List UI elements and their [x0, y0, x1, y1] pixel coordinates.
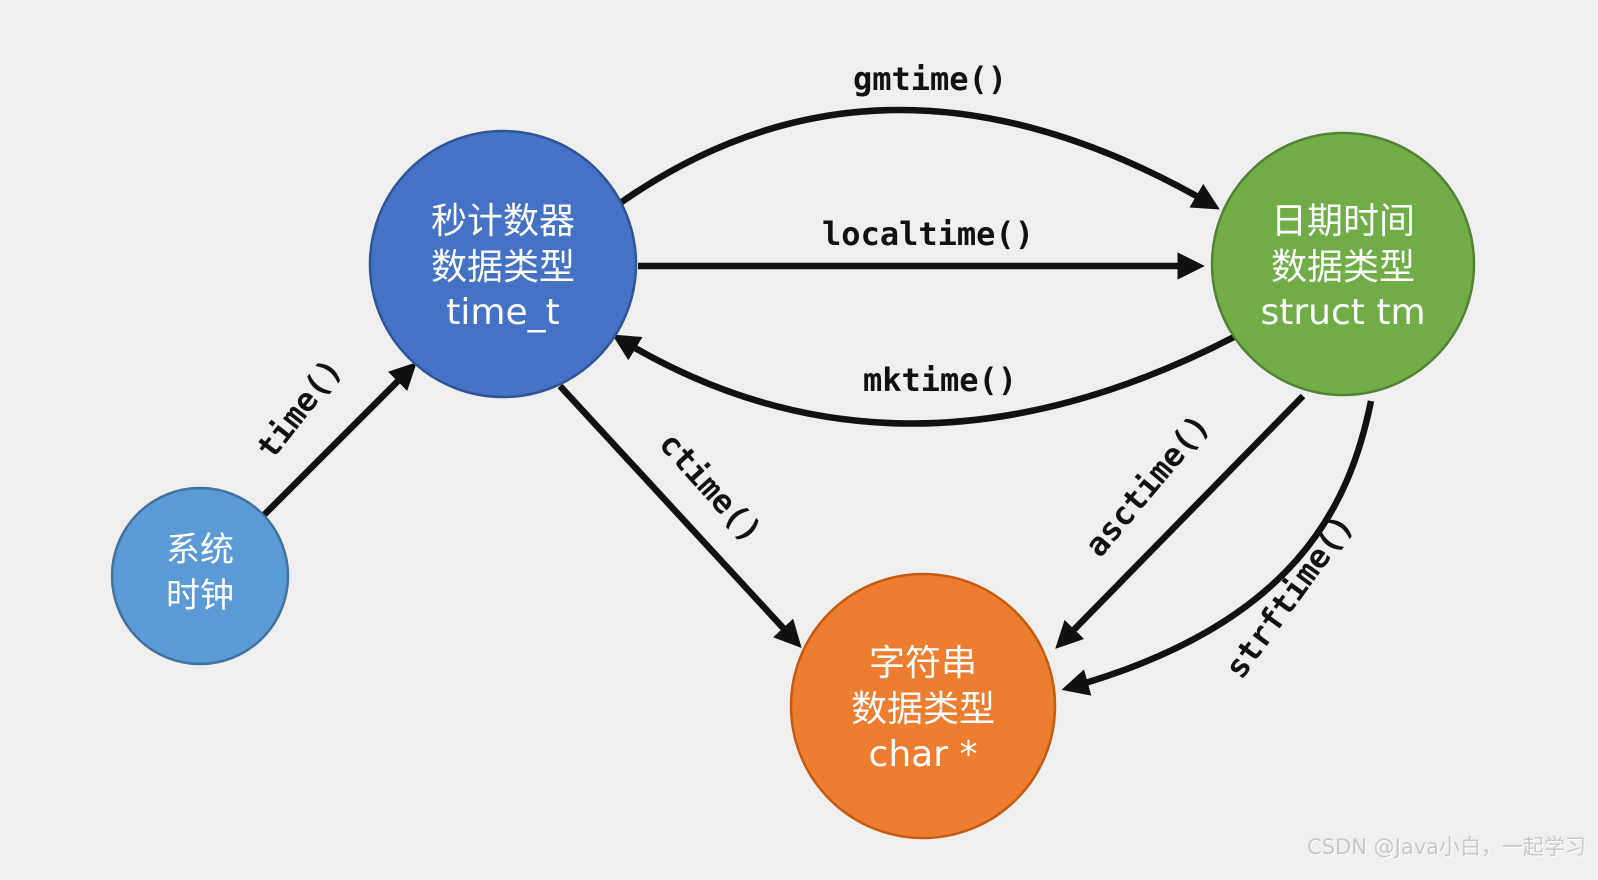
edge-mktime-label: mktime(): [863, 361, 1017, 399]
csdn-watermark: CSDN @Java小白，一起学习: [1307, 835, 1586, 859]
edge-asctime-label: asctime(): [1077, 407, 1218, 564]
struct-tm-label-line3: struct tm: [1260, 292, 1425, 333]
edge-asctime-arrow: [1055, 393, 1306, 649]
time-t-label-line3: time_t: [446, 292, 559, 333]
node-system-clock: 系统 时钟: [110, 486, 290, 666]
edge-mktime-arrow: [612, 333, 1238, 427]
char-ptr-label-line2: 数据类型: [851, 689, 995, 730]
node-struct-tm: 日期时间 数据类型 struct tm: [1210, 131, 1476, 397]
edge-gmtime-arrow: [614, 106, 1220, 210]
struct-tm-circle: [1210, 131, 1476, 397]
time-t-circle: [368, 129, 638, 399]
edge-time-arrow: [259, 362, 417, 520]
edge-ctime-arrow: [557, 383, 802, 649]
time-t-label-line1: 秒计数器: [431, 201, 575, 242]
edge-ctime-label: ctime(): [652, 425, 770, 551]
time-t-label-line2: 数据类型: [431, 247, 575, 288]
struct-tm-label-line2: 数据类型: [1271, 247, 1415, 288]
char-ptr-label-line3: char *: [869, 734, 978, 775]
system-clock-circle: [110, 486, 290, 666]
edge-gmtime-label: gmtime(): [853, 60, 1007, 98]
edge-strftime-label: strftime(): [1217, 507, 1361, 685]
edges-layer: [259, 106, 1375, 696]
char-ptr-circle: [789, 572, 1057, 840]
edge-strftime-arrow: [1061, 400, 1375, 696]
system-clock-label-line2: 时钟: [166, 576, 234, 616]
system-clock-label-line1: 系统: [166, 530, 234, 570]
nodes-layer: 系统 时钟 秒计数器 数据类型 time_t 日期时间 数据类型 struct …: [110, 129, 1476, 840]
char-ptr-label-line1: 字符串: [869, 643, 977, 684]
edge-localtime-label: localtime(): [822, 215, 1034, 253]
node-char-ptr: 字符串 数据类型 char *: [789, 572, 1057, 840]
edge-labels-layer: time() gmtime() localtime() mktime() cti…: [249, 60, 1362, 686]
struct-tm-label-line1: 日期时间: [1271, 201, 1415, 242]
node-time-t: 秒计数器 数据类型 time_t: [368, 129, 638, 399]
